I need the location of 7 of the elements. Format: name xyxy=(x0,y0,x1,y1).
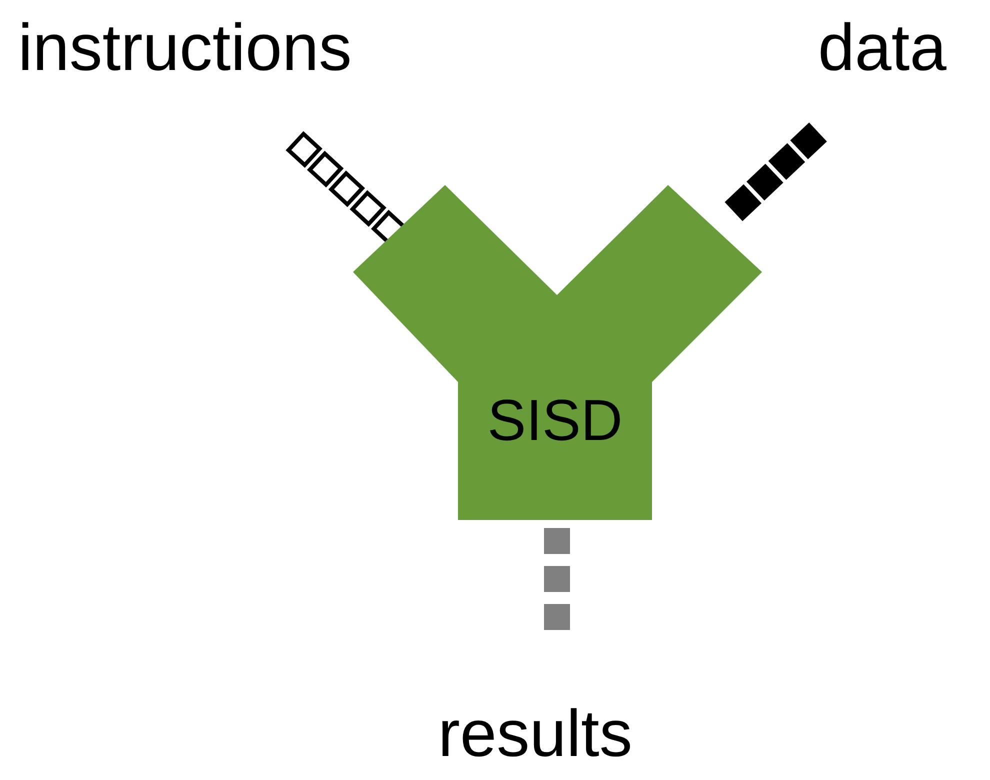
stream-label: instructions xyxy=(18,14,352,80)
square-chain-connector xyxy=(544,528,570,630)
square-chain-connector xyxy=(724,122,827,222)
stream-label: results xyxy=(438,700,632,766)
node-label: SISD xyxy=(486,392,624,450)
stream-label: data xyxy=(818,14,946,80)
y-shaped-processor xyxy=(353,185,762,520)
